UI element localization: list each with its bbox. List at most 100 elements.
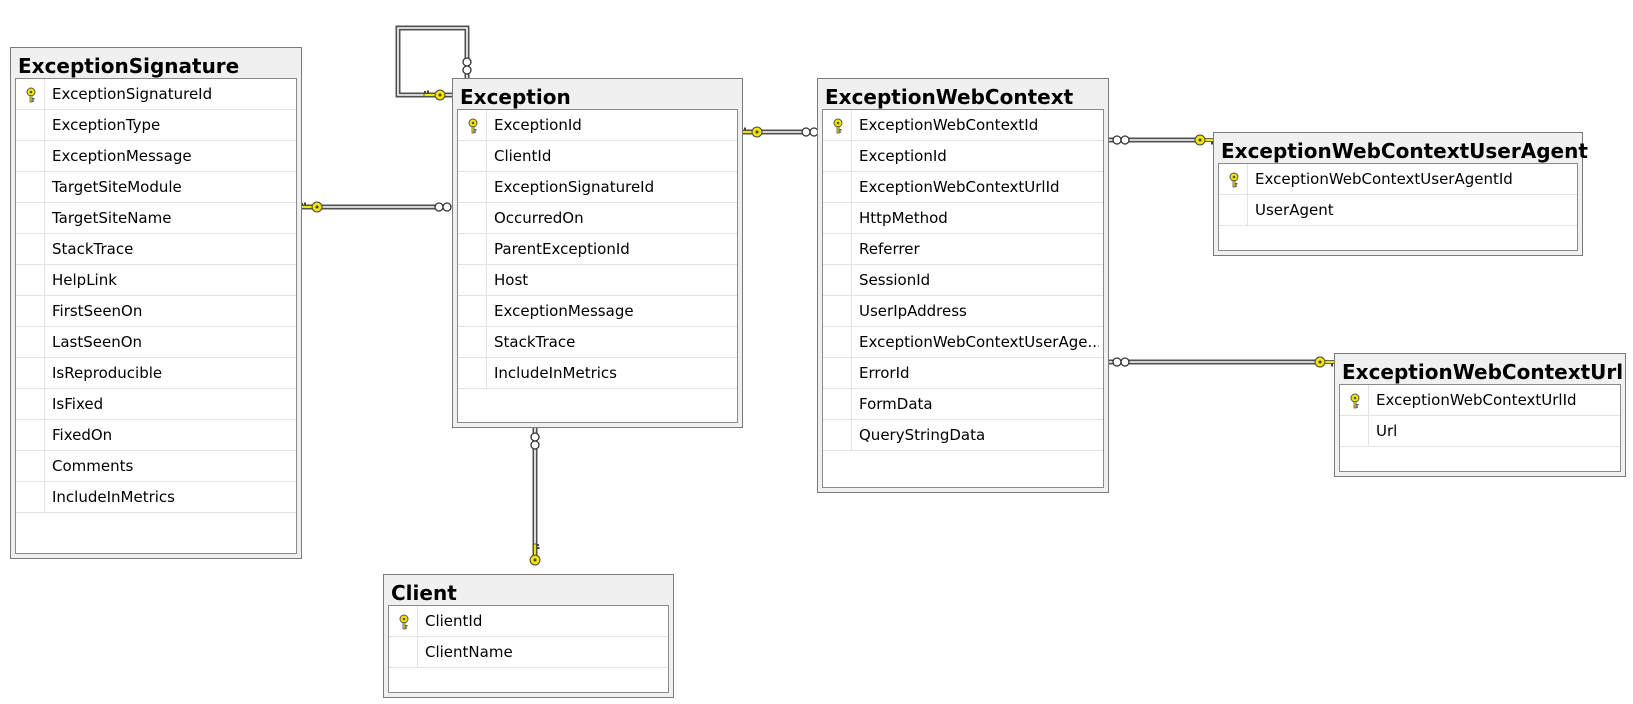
row-selector[interactable] bbox=[16, 358, 45, 388]
primary-key-icon bbox=[399, 614, 409, 630]
column-name: StackTrace bbox=[52, 240, 134, 258]
column-row[interactable]: TargetSiteModule bbox=[16, 172, 296, 203]
row-selector[interactable] bbox=[16, 482, 45, 512]
row-selector[interactable] bbox=[458, 358, 487, 388]
relationship-infinity-icon bbox=[462, 57, 472, 75]
row-selector[interactable] bbox=[458, 172, 487, 202]
row-selector[interactable] bbox=[1340, 385, 1369, 415]
row-selector[interactable] bbox=[16, 172, 45, 202]
column-name: QueryStringData bbox=[859, 426, 986, 444]
column-name: IncludeInMetrics bbox=[52, 488, 175, 506]
row-selector[interactable] bbox=[16, 79, 45, 109]
primary-key-column-row[interactable]: ExceptionWebContextUserAgentId bbox=[1219, 164, 1577, 195]
column-row[interactable]: Referrer bbox=[823, 234, 1103, 265]
column-row[interactable]: ErrorId bbox=[823, 358, 1103, 389]
column-row[interactable]: ExceptionMessage bbox=[458, 296, 737, 327]
row-selector[interactable] bbox=[458, 203, 487, 233]
column-row[interactable]: UserIpAddress bbox=[823, 296, 1103, 327]
row-selector[interactable] bbox=[823, 203, 852, 233]
row-selector[interactable] bbox=[1340, 416, 1369, 446]
row-selector[interactable] bbox=[1219, 164, 1248, 194]
column-row[interactable]: ExceptionWebContextUserAge... bbox=[823, 327, 1103, 358]
primary-key-column-row[interactable]: ExceptionSignatureId bbox=[16, 79, 296, 110]
row-selector[interactable] bbox=[16, 265, 45, 295]
column-row[interactable]: SessionId bbox=[823, 265, 1103, 296]
row-selector[interactable] bbox=[823, 110, 852, 140]
row-selector[interactable] bbox=[823, 420, 852, 450]
row-selector[interactable] bbox=[823, 296, 852, 326]
column-row[interactable]: QueryStringData bbox=[823, 420, 1103, 451]
row-selector[interactable] bbox=[458, 234, 487, 264]
primary-key-column-row[interactable]: ClientId bbox=[389, 606, 668, 637]
column-row[interactable]: Url bbox=[1340, 416, 1620, 447]
row-selector[interactable] bbox=[389, 637, 418, 667]
column-row[interactable]: ExceptionType bbox=[16, 110, 296, 141]
table-title: ExceptionSignature bbox=[18, 54, 240, 78]
column-row[interactable]: IsReproducible bbox=[16, 358, 296, 389]
row-selector[interactable] bbox=[823, 327, 852, 357]
row-selector[interactable] bbox=[16, 296, 45, 326]
row-selector[interactable] bbox=[16, 110, 45, 140]
column-row[interactable]: IsFixed bbox=[16, 389, 296, 420]
column-row[interactable]: IncludeInMetrics bbox=[458, 358, 737, 389]
row-selector[interactable] bbox=[458, 141, 487, 171]
relationship-infinity-icon bbox=[530, 432, 540, 450]
column-row[interactable]: StackTrace bbox=[458, 327, 737, 358]
relationship-key-icon bbox=[300, 201, 323, 213]
table-exception-web-context-user-agent[interactable]: ExceptionWebContextUserAgent ExceptionWe… bbox=[1213, 132, 1588, 256]
row-selector[interactable] bbox=[458, 110, 487, 140]
primary-key-column-row[interactable]: ExceptionId bbox=[458, 110, 737, 141]
primary-key-column-row[interactable]: ExceptionWebContextUrlId bbox=[1340, 385, 1620, 416]
table-exception-web-context[interactable]: ExceptionWebContext ExceptionWebContextI… bbox=[817, 78, 1109, 493]
relationship-key-icon bbox=[740, 126, 763, 138]
column-name: OccurredOn bbox=[494, 209, 584, 227]
table-exception-web-context-url[interactable]: ExceptionWebContextUrl ExceptionWebConte… bbox=[1334, 353, 1626, 477]
column-row[interactable]: HelpLink bbox=[16, 265, 296, 296]
column-row[interactable]: OccurredOn bbox=[458, 203, 737, 234]
column-name: ExceptionType bbox=[52, 116, 161, 134]
row-selector[interactable] bbox=[16, 327, 45, 357]
column-row[interactable]: ExceptionMessage bbox=[16, 141, 296, 172]
row-selector[interactable] bbox=[16, 141, 45, 171]
row-selector[interactable] bbox=[1219, 195, 1248, 225]
column-row[interactable]: UserAgent bbox=[1219, 195, 1577, 226]
column-name: SessionId bbox=[859, 271, 931, 289]
column-row[interactable]: FixedOn bbox=[16, 420, 296, 451]
row-selector[interactable] bbox=[16, 420, 45, 450]
row-selector[interactable] bbox=[16, 389, 45, 419]
row-selector[interactable] bbox=[16, 203, 45, 233]
relationship-infinity-icon bbox=[1112, 135, 1130, 145]
column-row[interactable]: ExceptionWebContextUrlId bbox=[823, 172, 1103, 203]
column-row[interactable]: Host bbox=[458, 265, 737, 296]
row-selector[interactable] bbox=[823, 358, 852, 388]
column-row[interactable]: TargetSiteName bbox=[16, 203, 296, 234]
row-selector[interactable] bbox=[823, 141, 852, 171]
column-row[interactable]: StackTrace bbox=[16, 234, 296, 265]
column-name: ExceptionSignatureId bbox=[52, 85, 213, 103]
column-row[interactable]: LastSeenOn bbox=[16, 327, 296, 358]
row-selector[interactable] bbox=[823, 265, 852, 295]
row-selector[interactable] bbox=[458, 296, 487, 326]
column-row[interactable]: FirstSeenOn bbox=[16, 296, 296, 327]
column-row[interactable]: IncludeInMetrics bbox=[16, 482, 296, 513]
row-selector[interactable] bbox=[16, 234, 45, 264]
column-row[interactable]: ClientId bbox=[458, 141, 737, 172]
row-selector[interactable] bbox=[389, 606, 418, 636]
row-selector[interactable] bbox=[823, 389, 852, 419]
primary-key-column-row[interactable]: ExceptionWebContextId bbox=[823, 110, 1103, 141]
column-row[interactable]: Comments bbox=[16, 451, 296, 482]
row-selector[interactable] bbox=[16, 451, 45, 481]
column-row[interactable]: ExceptionSignatureId bbox=[458, 172, 737, 203]
row-selector[interactable] bbox=[458, 265, 487, 295]
column-row[interactable]: ParentExceptionId bbox=[458, 234, 737, 265]
row-selector[interactable] bbox=[458, 327, 487, 357]
column-row[interactable]: ExceptionId bbox=[823, 141, 1103, 172]
column-row[interactable]: FormData bbox=[823, 389, 1103, 420]
column-row[interactable]: HttpMethod bbox=[823, 203, 1103, 234]
row-selector[interactable] bbox=[823, 172, 852, 202]
column-row[interactable]: ClientName bbox=[389, 637, 668, 668]
row-selector[interactable] bbox=[823, 234, 852, 264]
